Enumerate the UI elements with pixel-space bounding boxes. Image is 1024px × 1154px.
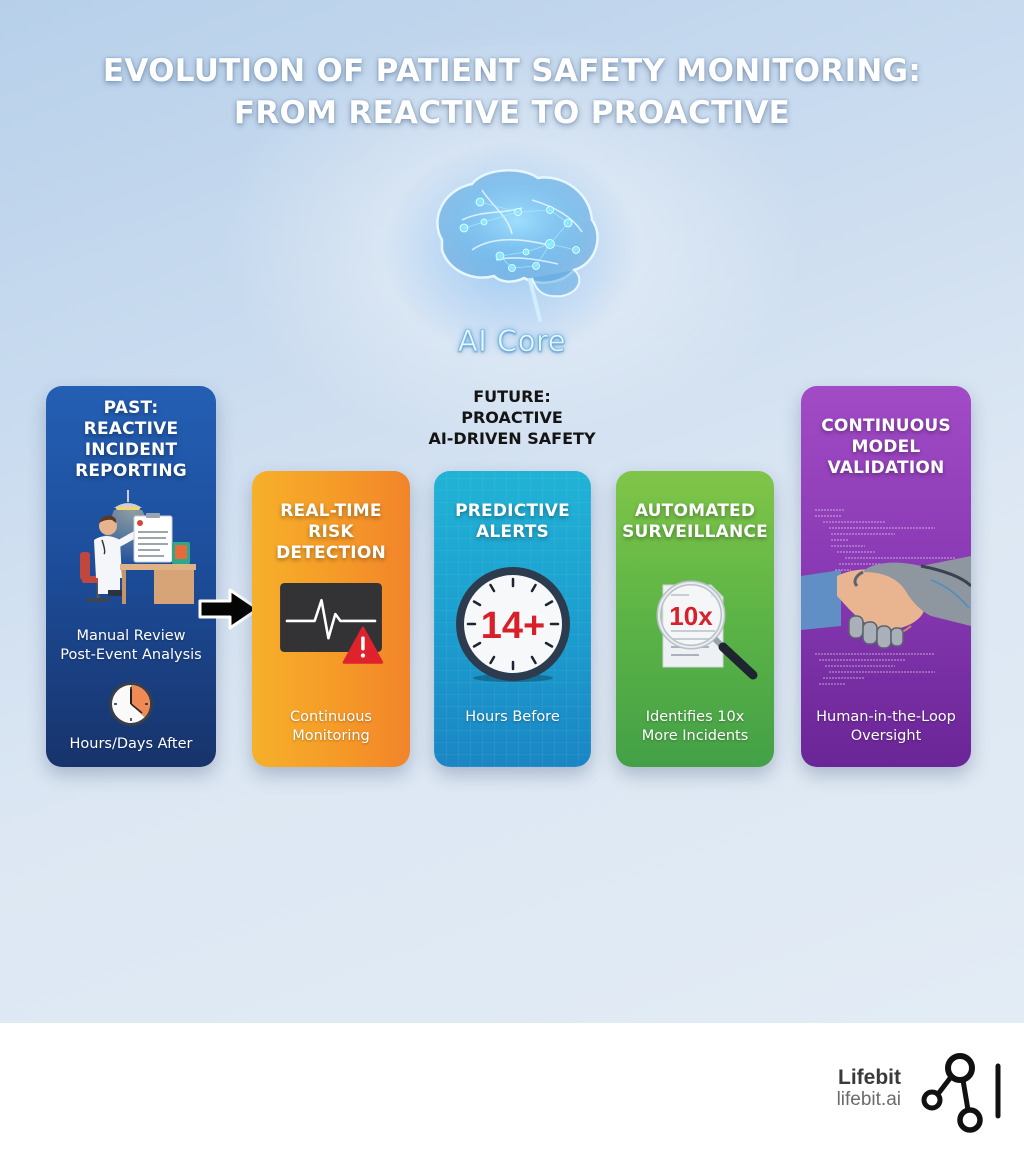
future-label-line-3: AI-DRIVEN SAFETY [428,429,596,448]
card-subtext: Identifies 10x More Incidents [616,708,774,746]
heartbeat-monitor-warning-icon [280,583,384,664]
heading-line: PREDICTIVE [455,501,570,521]
subtext-line: Continuous [290,709,372,725]
footer [0,1023,1024,1154]
future-label-line-2: PROACTIVE [461,408,563,427]
arrow-right-icon [198,588,260,630]
ai-core-graphic [382,140,642,360]
subtext-line: Post-Event Analysis [60,647,202,663]
card-heading: PAST: REACTIVE INCIDENT REPORTING [46,398,216,482]
brand-name: Lifebit [838,1066,901,1089]
brain-network-icon [436,169,599,322]
card-subtext: Continuous Monitoring [252,708,410,746]
heading-line: PAST: [103,398,159,418]
brand-url[interactable]: lifebit.ai [836,1089,901,1110]
clock-value: 14+ [481,605,545,647]
card-subtext: Manual Review Post-Event Analysis [46,627,216,665]
magnifier-value: 10x [669,601,713,631]
subtext-line: Identifies 10x [645,709,745,725]
heading-line: CONTINUOUS [821,416,951,436]
title-line-2: FROM REACTIVE TO PROACTIVE [233,95,791,131]
title-line-1: EVOLUTION OF PATIENT SAFETY MONITORING: [102,53,922,89]
infographic-canvas: EVOLUTION OF PATIENT SAFETY MONITORING: … [0,0,1024,1023]
lifebit-logo-icon [921,1053,1001,1133]
card-automated-surveillance: AUTOMATED SURVEILLANCE 10x Identifies 10… [616,471,774,767]
heading-line: MODEL [851,437,921,457]
card-past-reactive-reporting: PAST: REACTIVE INCIDENT REPORTING [46,386,216,767]
card-heading: REAL-TIME RISK DETECTION [252,501,410,564]
subtext-line: More Incidents [641,728,749,744]
heading-line: REAL-TIME [280,501,382,521]
human-robot-handshake-icon [801,556,971,649]
card-predictive-alerts: PREDICTIVE ALERTS 14+ Hours Before [434,471,591,767]
subtext-line: Human-in-the-Loop [816,709,956,725]
subtext-line: Hours Before [465,709,560,725]
code-background-graphic [815,509,955,685]
heading-line: AUTOMATED [634,501,756,521]
heading-line: ALERTS [476,522,549,542]
ai-core-label: AI Core [457,324,567,359]
page-title: EVOLUTION OF PATIENT SAFETY MONITORING: … [0,50,1024,134]
card-subtext: Hours Before [434,708,591,727]
card-heading: PREDICTIVE ALERTS [434,501,591,543]
card-real-time-risk-detection: REAL-TIME RISK DETECTION Continuous Moni… [252,471,410,767]
subtext-line: Monitoring [292,728,370,744]
heading-line: RISK [308,522,354,542]
future-section-label: FUTURE: PROACTIVE AI-DRIVEN SAFETY [412,386,612,449]
heading-line: INCIDENT [84,440,178,460]
card-heading: CONTINUOUS MODEL VALIDATION [801,416,971,479]
card-heading: AUTOMATED SURVEILLANCE [616,501,774,543]
doctor-at-desk-icon [80,490,196,604]
clock-icon: 14+ [456,567,570,682]
heading-line: DETECTION [276,543,386,563]
heading-line: REACTIVE [83,419,179,439]
heading-line: VALIDATION [827,458,945,478]
magnifier-document-icon: 10x [656,580,758,680]
card-subtext: Human-in-the-Loop Oversight [801,708,971,746]
card-continuous-model-validation: CONTINUOUS MODEL VALIDATION [801,386,971,767]
heading-line: SURVEILLANCE [622,522,768,542]
card-subtext-timing: Hours/Days After [69,736,193,752]
subtext-line: Oversight [850,728,922,744]
subtext-line: Manual Review [76,628,186,644]
heading-line: REPORTING [75,461,187,481]
future-label-line-1: FUTURE: [473,387,551,406]
clock-icon [109,682,153,726]
